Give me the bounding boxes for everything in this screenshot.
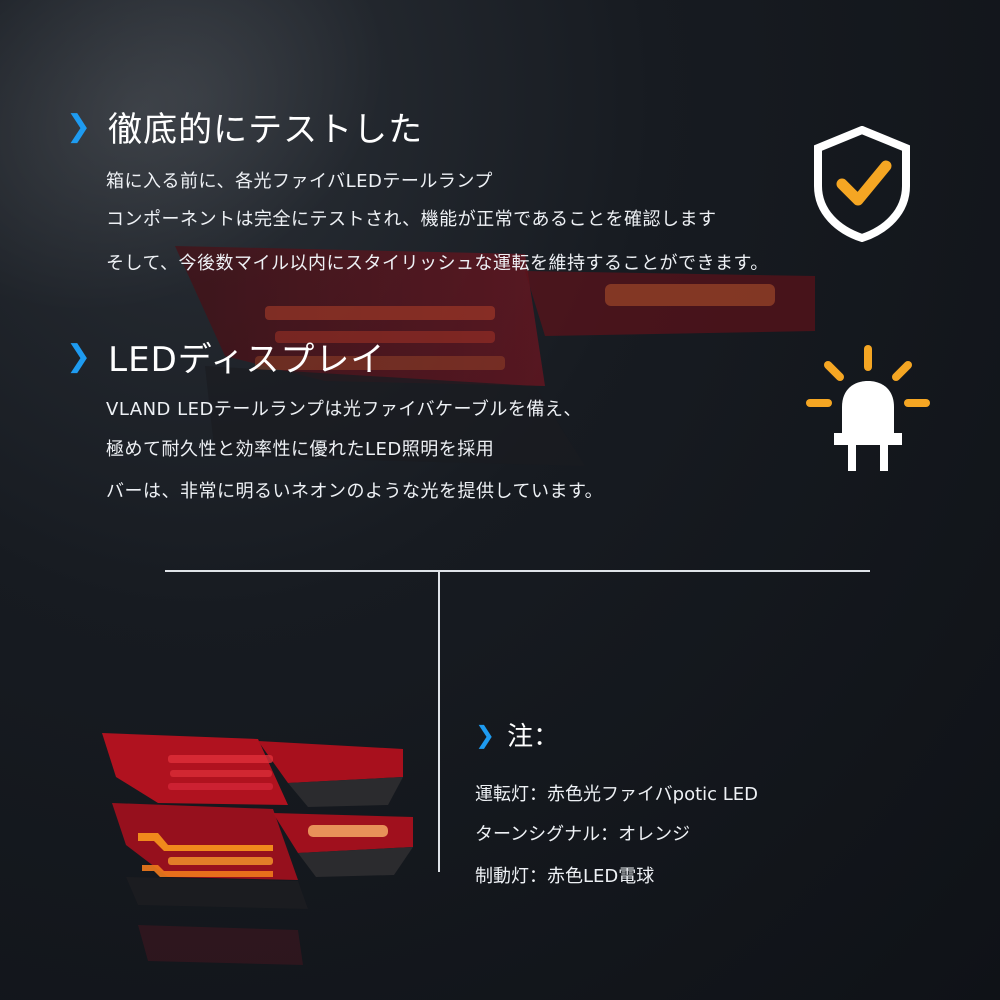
led-text-line: バーは、非常に明るいネオンのような光を提供しています。 <box>106 481 604 502</box>
horizontal-divider <box>165 570 870 572</box>
note-line-brake-light: 制動灯：赤色LED電球 <box>475 866 655 887</box>
chevron-right-icon: ❯ <box>66 109 93 144</box>
testing-text-line: コンポーネントは完全にテストされ、機能が正常であることを確認します <box>106 209 717 230</box>
section-title-testing: ❯ 徹底的にテストした <box>66 102 423 151</box>
section-title-text: 徹底的にテストした <box>108 110 424 150</box>
testing-text-line: そして、今後数マイル以内にスタイリッシュな運転を維持することができます。 <box>106 253 769 274</box>
section-title-led-display: ❯ LEDディスプレイ <box>66 332 385 381</box>
chevron-right-icon: ❯ <box>475 720 496 749</box>
section-title-text: LEDディスプレイ <box>108 340 386 380</box>
led-bulb-icon <box>806 345 930 471</box>
note-title: ❯ 注： <box>475 716 559 753</box>
testing-text-line: 箱に入る前に、各光ファイバLEDテールランプ <box>106 171 493 192</box>
vertical-divider <box>438 572 440 872</box>
background-taillamp-image <box>175 246 815 466</box>
chevron-right-icon: ❯ <box>66 339 93 374</box>
taillamp-product-image <box>102 733 413 965</box>
note-line-turn-signal: ターンシグナル：オレンジ <box>475 824 691 845</box>
shield-check-icon <box>814 126 910 242</box>
led-text-line: VLAND LEDテールランプは光ファイバケーブルを備え、 <box>106 399 582 420</box>
note-line-running-light: 運転灯：赤色光ファイバpotic LED <box>475 784 759 805</box>
note-title-text: 注： <box>507 722 560 752</box>
led-text-line: 極めて耐久性と効率性に優れたLED照明を採用 <box>106 439 495 460</box>
